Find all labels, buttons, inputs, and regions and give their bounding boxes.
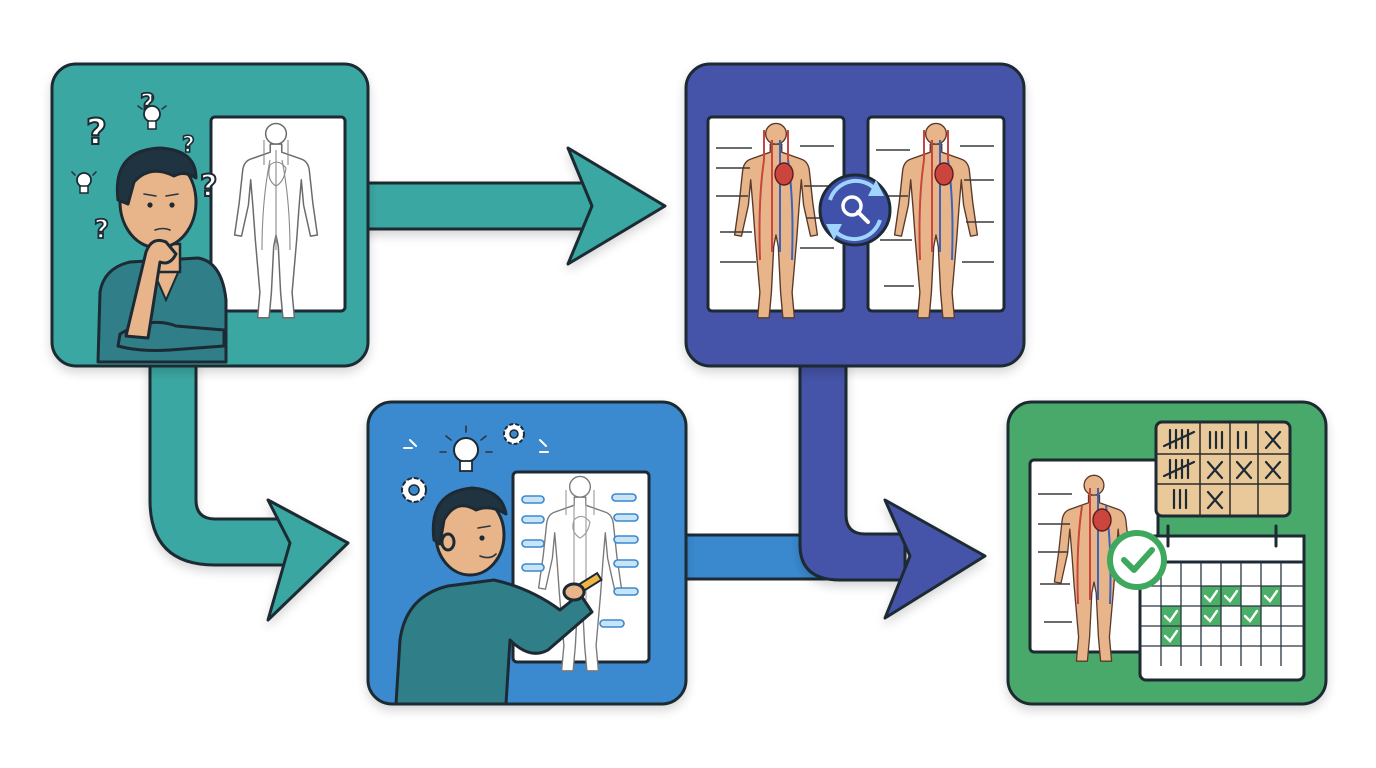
drawing-person xyxy=(394,486,603,706)
search-refresh-icon xyxy=(818,173,892,247)
sparkle-icon xyxy=(403,439,549,453)
step-card-track xyxy=(1006,400,1328,706)
svg-text:?: ? xyxy=(200,169,217,204)
blank-circulatory-diagram xyxy=(209,115,347,319)
question-mark-icon: ? xyxy=(199,168,218,205)
score-tally-card xyxy=(1154,420,1292,518)
lightbulb-icon xyxy=(439,425,493,472)
connector-teal-right xyxy=(353,146,667,266)
connector-teal-down xyxy=(148,353,350,622)
thinking-person: ? ? ? ? ? xyxy=(71,88,228,364)
lightbulb-icon xyxy=(71,171,97,194)
svg-text:?: ? xyxy=(182,133,195,158)
lightbulb-icon xyxy=(137,95,167,130)
check-circle-icon xyxy=(1107,530,1167,590)
step-card-compare xyxy=(684,62,1026,368)
svg-text:?: ? xyxy=(86,112,107,153)
question-mark-icon: ? xyxy=(85,111,108,154)
question-mark-icon: ? xyxy=(93,214,110,246)
calendar-icon xyxy=(1138,524,1306,682)
step-card-confused: ? ? ? ? ? xyxy=(50,62,370,368)
svg-text:?: ? xyxy=(94,215,109,245)
connector-indigo-down xyxy=(798,353,987,620)
gear-icon xyxy=(503,423,525,445)
gear-icon xyxy=(401,477,427,503)
question-mark-icon: ? xyxy=(181,132,195,159)
step-card-practice xyxy=(366,400,688,706)
